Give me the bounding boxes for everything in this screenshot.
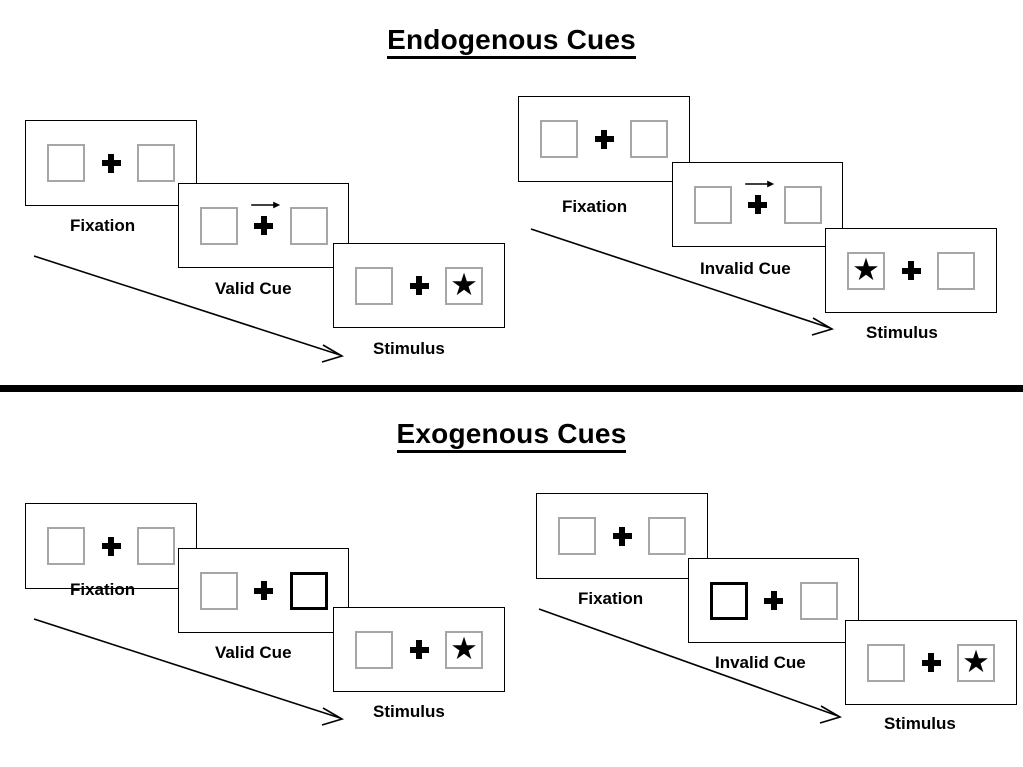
- fixation-cross-icon: [594, 129, 614, 149]
- right-square: ★: [630, 120, 668, 158]
- right-square: ★: [137, 527, 175, 565]
- stage-label-endo-invalid-cue: Invalid Cue: [700, 259, 791, 278]
- panel-content: ★ ★: [846, 621, 1016, 704]
- stage-label-endo-valid-fixation: Fixation: [70, 216, 136, 235]
- fixation-area: [578, 129, 630, 149]
- panel-exo-invalid-stimulus: ★ ★: [845, 620, 1017, 705]
- panel-exo-valid-cue: ★ ★: [178, 548, 349, 633]
- arrow-right-icon: [250, 201, 280, 209]
- stage-label-exo-valid-fixation: Fixation: [70, 580, 136, 599]
- fixation-cross-icon: [254, 581, 273, 600]
- fixation-area: [393, 640, 445, 659]
- left-square: ★: [558, 517, 596, 555]
- panel-exo-valid-fixation: ★ ★: [25, 503, 197, 589]
- left-square: ★: [693, 185, 732, 224]
- panel-content: ★ ★: [537, 494, 707, 578]
- panel-content: ★ ★: [179, 549, 348, 632]
- fixation-area: [732, 180, 784, 214]
- left-square: ★: [47, 144, 85, 182]
- panel-endo-valid-cue: ★ ★: [178, 183, 349, 268]
- fixation-cross-icon: [748, 195, 767, 214]
- left-square: ★: [540, 120, 578, 158]
- right-square: ★: [137, 144, 175, 182]
- star-icon: ★: [962, 644, 990, 679]
- fixation-area: [393, 276, 445, 295]
- fixation-area: [596, 526, 648, 546]
- left-square: ★: [199, 571, 238, 610]
- panel-content: ★ ★: [826, 229, 996, 312]
- section-title-exogenous: Exogenous Cues: [0, 418, 1023, 453]
- fixation-cross-icon: [409, 640, 429, 659]
- fixation-cross-icon: [101, 536, 121, 556]
- left-square: ★: [355, 266, 393, 305]
- left-square: ★: [709, 581, 748, 620]
- fixation-area: [905, 653, 957, 672]
- stage-label-endo-invalid-fixation: Fixation: [562, 197, 628, 216]
- fixation-area: [238, 201, 290, 235]
- star-icon: ★: [450, 267, 478, 302]
- right-square: ★: [289, 571, 328, 610]
- section-title-endogenous-text: Endogenous Cues: [387, 24, 636, 59]
- stage-label-exo-valid-cue: Valid Cue: [215, 643, 292, 662]
- panel-exo-invalid-fixation: ★ ★: [536, 493, 708, 579]
- left-square: ★: [199, 206, 238, 245]
- stage-label-endo-valid-cue: Valid Cue: [215, 279, 292, 298]
- right-square: ★: [937, 251, 975, 290]
- section-title-exogenous-text: Exogenous Cues: [396, 418, 627, 453]
- star-icon: ★: [450, 631, 478, 666]
- star-icon: ★: [852, 252, 880, 287]
- fixation-cross-icon: [101, 153, 121, 173]
- fixation-area: [748, 591, 800, 610]
- panel-content: ★ ★: [689, 559, 858, 642]
- panel-exo-invalid-cue: ★ ★: [688, 558, 859, 643]
- fixation-cross-icon: [409, 276, 429, 295]
- panel-content: ★ ★: [519, 97, 689, 181]
- section-title-endogenous: Endogenous Cues: [0, 24, 1023, 59]
- fixation-cross-icon: [921, 653, 941, 672]
- panel-endo-invalid-cue: ★ ★: [672, 162, 843, 247]
- arrow-right-icon: [744, 180, 774, 188]
- stage-label-exo-valid-stimulus: Stimulus: [373, 702, 445, 721]
- panel-endo-valid-stimulus: ★ ★: [333, 243, 505, 328]
- panel-content: ★ ★: [179, 184, 348, 267]
- right-square: ★: [445, 266, 483, 305]
- panel-content: ★ ★: [334, 608, 504, 691]
- stage-label-exo-invalid-fixation: Fixation: [578, 589, 644, 608]
- stage-label-exo-invalid-cue: Invalid Cue: [715, 653, 806, 672]
- fixation-cross-icon: [901, 261, 921, 280]
- fixation-cross-icon: [612, 526, 632, 546]
- panel-content: ★ ★: [673, 163, 842, 246]
- left-square: ★: [47, 527, 85, 565]
- panel-content: ★ ★: [334, 244, 504, 327]
- panel-content: ★ ★: [26, 504, 196, 588]
- section-divider: [0, 385, 1023, 392]
- stage-label-endo-invalid-stimulus: Stimulus: [866, 323, 938, 342]
- right-square: ★: [289, 206, 328, 245]
- right-square: ★: [799, 581, 838, 620]
- left-square: ★: [355, 630, 393, 669]
- left-square: ★: [847, 251, 885, 290]
- fixation-area: [885, 261, 937, 280]
- right-square: ★: [445, 630, 483, 669]
- fixation-area: [85, 536, 137, 556]
- panel-exo-valid-stimulus: ★ ★: [333, 607, 505, 692]
- right-square: ★: [957, 643, 995, 682]
- panel-endo-valid-fixation: ★ ★: [25, 120, 197, 206]
- left-square: ★: [867, 643, 905, 682]
- fixation-area: [85, 153, 137, 173]
- fixation-area: [238, 581, 290, 600]
- panel-content: ★ ★: [26, 121, 196, 205]
- right-square: ★: [783, 185, 822, 224]
- panel-endo-invalid-fixation: ★ ★: [518, 96, 690, 182]
- stage-label-endo-valid-stimulus: Stimulus: [373, 339, 445, 358]
- right-square: ★: [648, 517, 686, 555]
- stage-label-exo-invalid-stimulus: Stimulus: [884, 714, 956, 733]
- fixation-cross-icon: [254, 216, 273, 235]
- panel-endo-invalid-stimulus: ★ ★: [825, 228, 997, 313]
- fixation-cross-icon: [764, 591, 783, 610]
